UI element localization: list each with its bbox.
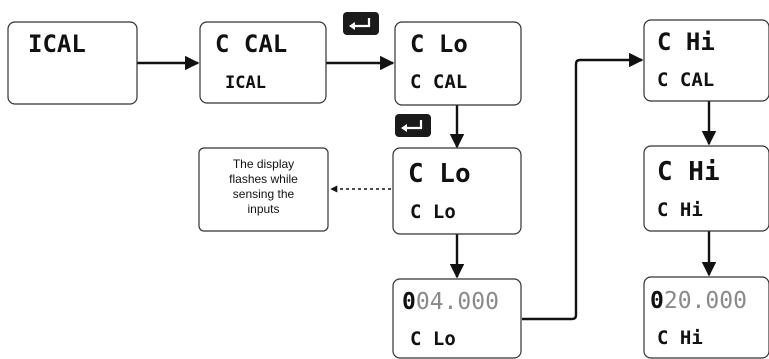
display-value-text: 020.000 [650, 288, 747, 314]
enter-key-icon [395, 114, 431, 137]
display-c-lo-sensing: C Lo C Lo [392, 147, 522, 235]
display-ical: ICAL [7, 21, 138, 105]
display-c-hi-value: 020.000 C Hi [643, 276, 769, 359]
display-bottom-text: C Hi [657, 327, 703, 349]
display-c-hi-cal: C Hi C CAL [643, 19, 769, 102]
display-bottom-text: C Lo [410, 328, 456, 350]
display-top-text: C Hi [657, 28, 715, 56]
display-top-text: ICAL [28, 30, 86, 58]
display-c-cal: C CAL ICAL [199, 21, 327, 104]
display-bottom-text: C CAL [657, 69, 714, 91]
note-line-3: sensing the [233, 187, 295, 201]
display-bottom-text: C CAL [410, 71, 467, 93]
note-line-1: The display [233, 157, 294, 171]
note-box: The display flashes while sensing the in… [198, 147, 329, 232]
display-top-text: C CAL [215, 30, 287, 58]
enter-key-icon [343, 12, 379, 35]
arrow-d5-to-d6 [522, 52, 644, 321]
note-line-4: inputs [247, 202, 279, 216]
display-bottom-text: C Hi [657, 199, 703, 221]
display-top-text: C Hi [657, 157, 720, 187]
note-line-2: flashes while [229, 172, 298, 186]
display-bottom-text: ICAL [225, 73, 266, 93]
display-bottom-text: C Lo [410, 201, 456, 223]
display-c-lo-cal: C Lo C CAL [394, 21, 522, 106]
display-c-hi-sensing: C Hi C Hi [643, 145, 769, 232]
display-value-text: 004.000 [402, 289, 499, 315]
display-top-text: C Lo [410, 30, 468, 58]
display-c-lo-value: 004.000 C Lo [392, 278, 522, 359]
display-top-text: C Lo [408, 159, 471, 189]
